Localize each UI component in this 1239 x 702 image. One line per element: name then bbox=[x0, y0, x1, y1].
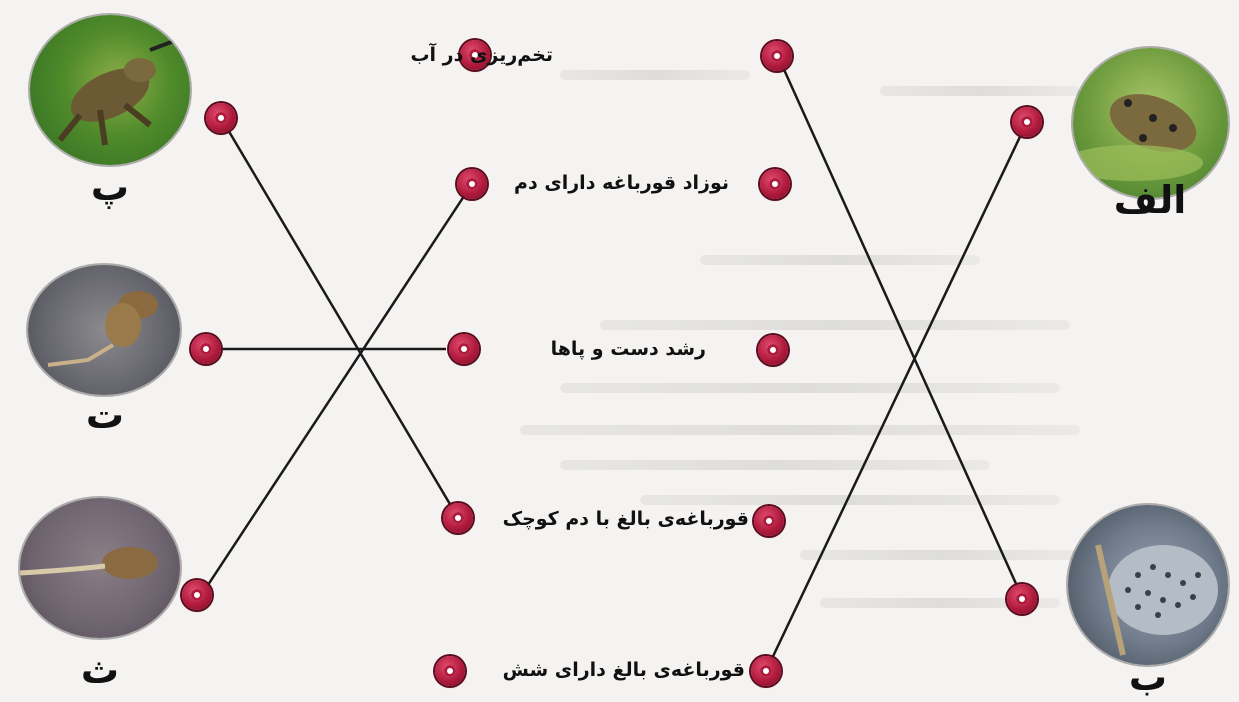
dot-stage-left-2[interactable] bbox=[457, 169, 487, 199]
stage-label-2: نوزاد قورباغه دارای دم bbox=[514, 172, 729, 194]
dot-stage-left-5[interactable] bbox=[435, 656, 465, 686]
dot-picture-th[interactable] bbox=[182, 580, 212, 610]
dot-stage-right-2[interactable] bbox=[760, 169, 790, 199]
dot-picture-a[interactable] bbox=[1012, 107, 1042, 137]
dot-stage-left-3[interactable] bbox=[449, 334, 479, 364]
connection-line bbox=[202, 184, 472, 594]
dot-stage-right-1[interactable] bbox=[762, 41, 792, 71]
stage-label-5: قورباغه‌ی بالغ دارای شش bbox=[503, 659, 745, 681]
stage-label-1: تخم‌ریزی در آب bbox=[410, 44, 553, 66]
dot-picture-t[interactable] bbox=[191, 334, 221, 364]
dot-picture-b[interactable] bbox=[1007, 584, 1037, 614]
dot-stage-right-5[interactable] bbox=[751, 656, 781, 686]
stage-label-3: رشد دست و پاها bbox=[551, 338, 706, 360]
connection-line bbox=[777, 54, 1022, 597]
connection-line bbox=[221, 118, 457, 516]
dot-picture-p[interactable] bbox=[206, 103, 236, 133]
dot-stage-right-3[interactable] bbox=[758, 335, 788, 365]
connection-line bbox=[767, 122, 1027, 669]
stage-label-4: قورباغه‌ی بالغ با دم کوچک bbox=[503, 508, 749, 530]
dot-stage-left-4[interactable] bbox=[443, 503, 473, 533]
dot-stage-right-4[interactable] bbox=[754, 506, 784, 536]
